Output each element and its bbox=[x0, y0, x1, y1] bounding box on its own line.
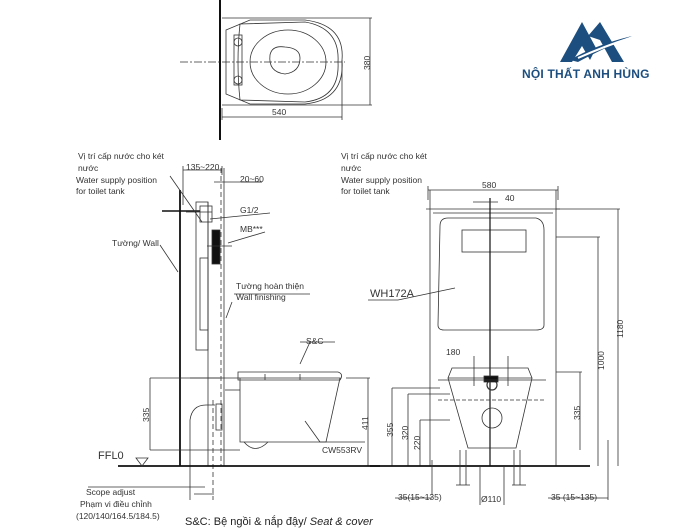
side-dim-335: 335 bbox=[141, 407, 151, 422]
dim-20-60: 20~60 bbox=[240, 174, 264, 184]
front-water-supply-vi-1: Vị trí cấp nước cho két bbox=[341, 151, 427, 161]
g12-label: G1/2 bbox=[240, 205, 259, 215]
scope-adjust-vi: Phạm vi điều chỉnh bbox=[80, 499, 152, 509]
top-depth-dim: 380 bbox=[362, 55, 372, 70]
side-water-supply-vi-2: nước bbox=[78, 163, 99, 173]
side-water-supply-vi-1: Vị trí cấp nước cho két bbox=[78, 151, 164, 161]
sc-label: S&C bbox=[306, 336, 324, 346]
front-dim-left-foot: 35(15~135) bbox=[398, 492, 442, 502]
frame-model-label: WH172A bbox=[370, 288, 415, 300]
wall-finish-en: Wall finishing bbox=[236, 292, 286, 302]
pipe-diameter-dim: Ø110 bbox=[481, 494, 502, 504]
side-water-supply-en-2: for toilet tank bbox=[76, 186, 125, 196]
front-dim-580: 580 bbox=[482, 180, 497, 190]
front-dim-335: 335 bbox=[572, 405, 582, 420]
front-dim-180: 180 bbox=[446, 347, 461, 357]
front-water-supply-en-2: for toilet tank bbox=[341, 186, 390, 196]
front-dim-220: 220 bbox=[412, 435, 422, 450]
wall-label: Tường/ Wall bbox=[112, 238, 159, 248]
front-dim-1000: 1000 bbox=[596, 351, 606, 370]
caption-italic: Seat & cover bbox=[309, 516, 373, 528]
brand-logo-icon bbox=[560, 22, 632, 62]
top-width-dim: 540 bbox=[272, 107, 287, 117]
wall-finish-vi: Tường hoàn thiện bbox=[236, 281, 304, 291]
mb-label: MB*** bbox=[240, 224, 263, 234]
front-dim-40: 40 bbox=[505, 193, 515, 203]
dim-135-220: 135~220 bbox=[186, 162, 220, 172]
caption: S&C: Bệ ngồi & nắp đậy/ Seat & cover bbox=[185, 516, 373, 528]
brand-name: NỘI THẤT ANH HÙNG bbox=[522, 67, 650, 81]
scope-adjust-values: (120/140/164.5/184.5) bbox=[76, 511, 160, 521]
front-dim-355: 355 bbox=[385, 422, 395, 437]
front-dim-1180: 1180 bbox=[615, 319, 625, 338]
front-water-supply-vi-2: nước bbox=[341, 163, 362, 173]
side-water-supply-en-1: Water supply position bbox=[76, 175, 157, 185]
caption-prefix: S&C: Bệ ngồi & nắp đậy/ bbox=[185, 516, 310, 528]
side-dim-411: 411 bbox=[360, 416, 370, 430]
front-water-supply-en-1: Water supply position bbox=[341, 175, 422, 185]
scope-adjust-en: Scope adjust bbox=[86, 487, 136, 497]
ffl-label: FFL0 bbox=[98, 450, 124, 462]
front-dim-320: 320 bbox=[400, 425, 410, 440]
front-dim-right-foot: 35 (15~135) bbox=[551, 492, 598, 502]
toilet-model-label: CW553RV bbox=[322, 445, 362, 455]
